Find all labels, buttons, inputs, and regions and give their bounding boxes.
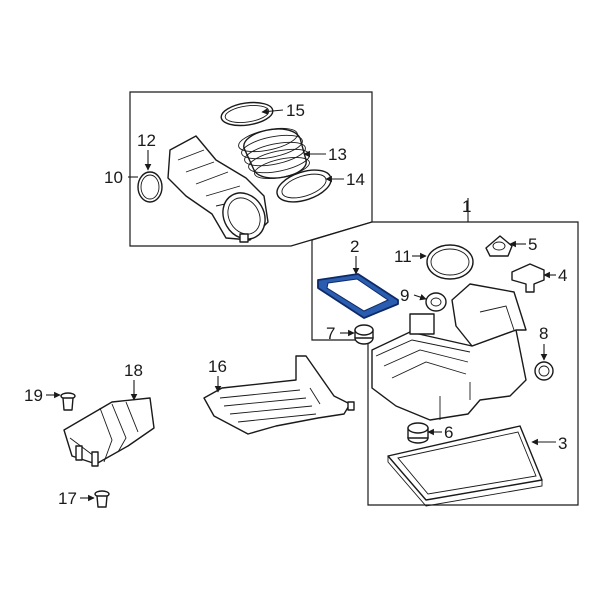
callout-17: 17: [58, 489, 77, 508]
intake-duct-body[interactable]: [167, 135, 273, 247]
callout-13: 13: [328, 145, 347, 164]
callout-9: 9: [400, 286, 409, 305]
callout-18: 18: [124, 361, 143, 380]
part-7-mount[interactable]: [354, 324, 374, 345]
part-19-push-rivet[interactable]: [60, 392, 76, 411]
part-16-air-duct[interactable]: [203, 355, 355, 435]
callout-4: 4: [558, 266, 567, 285]
leader-lines: [46, 108, 556, 502]
part-5-grommet[interactable]: [485, 235, 513, 257]
air-cleaner-housing[interactable]: [371, 283, 527, 421]
callout-3: 3: [558, 434, 567, 453]
callout-5: 5: [528, 235, 537, 254]
part-9-grommet[interactable]: [425, 292, 447, 312]
callout-10: 10: [104, 168, 123, 187]
callout-12: 12: [137, 131, 156, 150]
part-18-air-scoop[interactable]: [63, 397, 155, 467]
part-17-push-rivet[interactable]: [94, 490, 110, 508]
callout-6: 6: [444, 423, 453, 442]
part-4-sensor[interactable]: [511, 263, 545, 293]
callout-14: 14: [346, 170, 365, 189]
callout-15: 15: [286, 101, 305, 120]
callout-19: 19: [24, 386, 43, 405]
callout-2: 2: [350, 237, 359, 256]
part-6-grommet[interactable]: [407, 422, 429, 444]
callout-16: 16: [208, 357, 227, 376]
part-14-seal-ring[interactable]: [273, 164, 335, 208]
part-12-o-ring[interactable]: [137, 171, 163, 203]
callout-11: 11: [394, 247, 412, 266]
callout-8: 8: [539, 324, 548, 343]
part-8-bushing[interactable]: [534, 361, 554, 381]
callout-1: 1: [462, 197, 471, 216]
part-13-bellows-hose[interactable]: [237, 124, 312, 183]
callout-labels: 1 2 3 4 5 6 7 8 9 10 11 12 13 14 15 16 1…: [24, 101, 567, 508]
callout-7: 7: [326, 324, 335, 343]
part-3-air-filter[interactable]: [387, 425, 543, 507]
part-11-o-ring[interactable]: [426, 244, 474, 280]
